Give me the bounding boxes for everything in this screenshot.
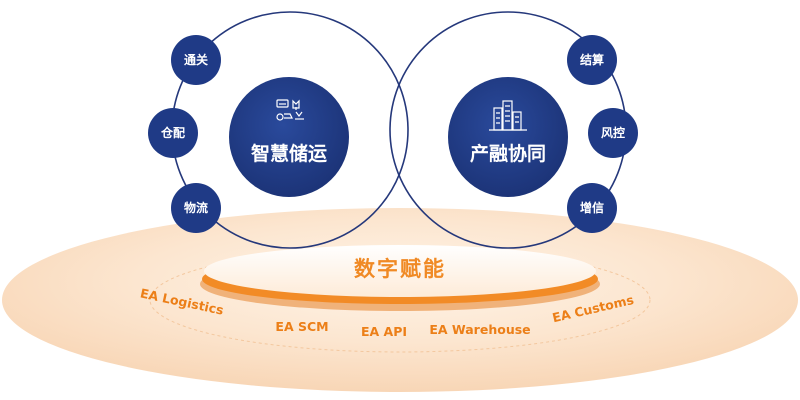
node-label: 结算: [580, 52, 604, 67]
left-hub: 智慧储运: [229, 77, 349, 197]
node-label: 增信: [580, 200, 604, 215]
node-customs: 通关: [171, 35, 221, 85]
right-hub-circle: [448, 77, 568, 197]
base-title: 数字赋能: [354, 257, 446, 281]
node-settlement: 结算: [567, 35, 617, 85]
node-label: 物流: [184, 200, 208, 215]
left-hub-circle: [229, 77, 349, 197]
node-label: 仓配: [160, 125, 185, 140]
center-platform-top: [204, 245, 596, 297]
node-risk-control: 风控: [588, 108, 638, 158]
left-hub-title: 智慧储运: [251, 142, 327, 165]
node-warehousing: 仓配: [148, 108, 198, 158]
right-hub-title: 产融协同: [470, 142, 546, 165]
city-buildings-icon: [489, 100, 527, 131]
product-labels: EA Logistics EA SCM EA API EA Warehouse …: [139, 285, 635, 339]
inner-dashed-ring: [149, 247, 651, 353]
left-nodes: 通关 仓配 物流: [148, 35, 221, 233]
right-nodes: 结算 风控 增信: [567, 35, 638, 233]
node-label: 风控: [601, 125, 625, 140]
product-label: EA Warehouse: [429, 322, 530, 337]
base-platform: 数字赋能: [2, 208, 798, 392]
product-label: EA API: [361, 324, 407, 339]
product-label: EA SCM: [275, 319, 328, 334]
warehouse-logistics-icon: [276, 99, 304, 121]
node-credit-enhancement: 增信: [567, 183, 617, 233]
node-logistics: 物流: [171, 183, 221, 233]
node-label: 通关: [184, 52, 208, 67]
right-hub: 产融协同: [448, 77, 568, 197]
